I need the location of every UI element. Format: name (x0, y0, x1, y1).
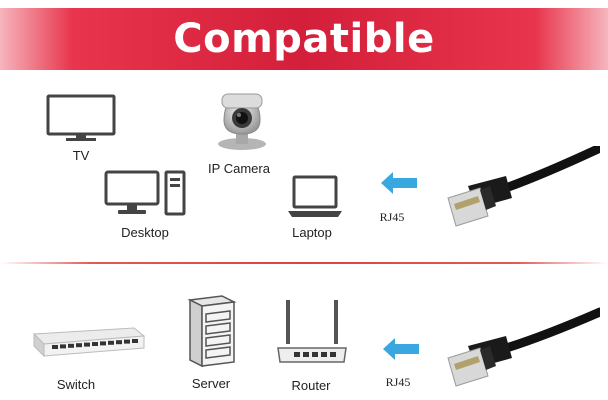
tv-label: TV (72, 148, 90, 163)
header-banner: Compatible (0, 8, 608, 70)
section-divider (0, 262, 608, 264)
laptop-label: Laptop (292, 225, 332, 240)
switch-label: Switch (56, 377, 96, 392)
server-icon (186, 294, 238, 368)
rj45-label-bottom: RJ45 (385, 375, 411, 389)
laptop-icon (286, 174, 344, 220)
rj45-cable-icon (440, 306, 600, 396)
ip-camera-icon (214, 90, 270, 152)
desktop-icon (104, 170, 186, 218)
arrow-left-icon (383, 338, 419, 360)
router-label: Router (291, 378, 331, 393)
arrow-left-icon (381, 172, 417, 194)
ip-camera-label: IP Camera (208, 161, 270, 176)
tv-icon (46, 94, 116, 142)
desktop-label: Desktop (121, 225, 169, 240)
rj45-cable-icon (440, 146, 600, 236)
banner-title: Compatible (173, 16, 435, 62)
router-icon (276, 298, 348, 370)
server-label: Server (191, 376, 231, 391)
rj45-label-top: RJ45 (379, 210, 405, 224)
switch-icon (30, 326, 148, 360)
